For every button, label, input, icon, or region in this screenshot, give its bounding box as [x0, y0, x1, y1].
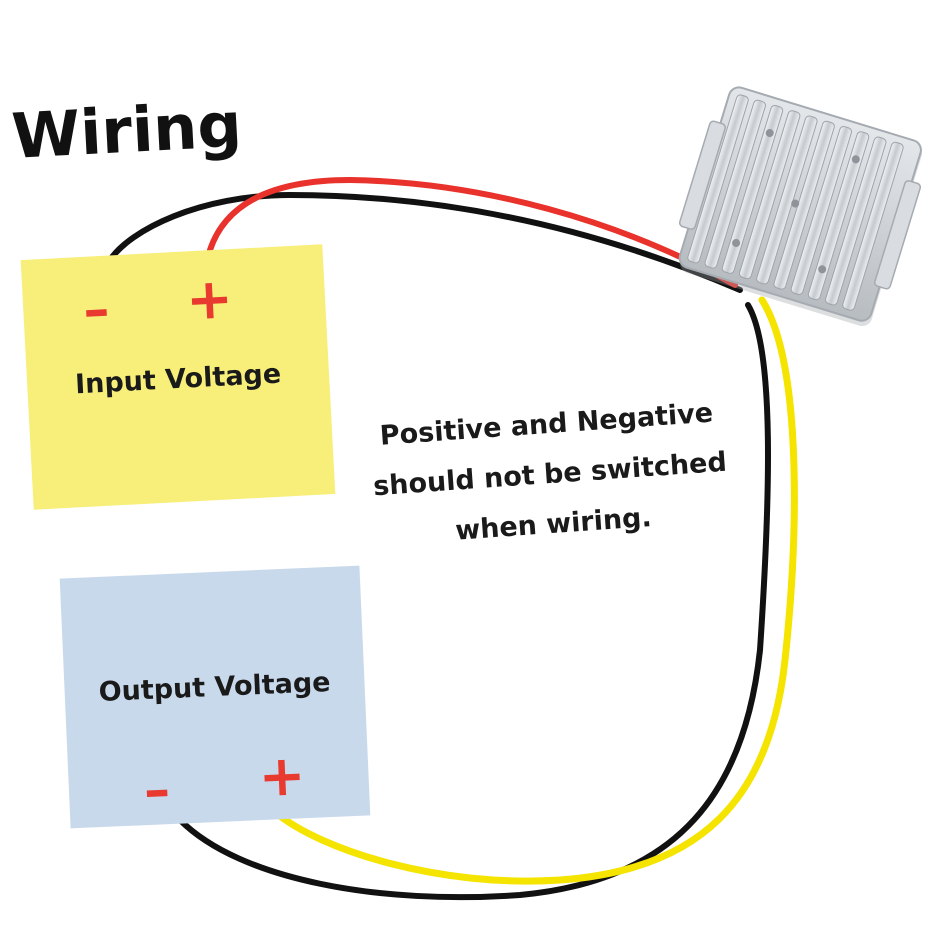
input-voltage-card: – + Input Voltage	[20, 244, 336, 510]
output-negative-sign: –	[142, 760, 172, 822]
wire-input-positive	[207, 176, 738, 288]
dc-converter-icon	[678, 86, 922, 327]
page-title: Wiring	[10, 87, 244, 173]
input-positive-sign: +	[184, 266, 235, 334]
wire-output-negative	[177, 302, 771, 901]
output-voltage-card: Output Voltage – +	[59, 565, 371, 829]
polarity-warning-note: Positive and Negative should not be swit…	[355, 387, 745, 563]
output-positive-sign: +	[257, 743, 307, 811]
output-voltage-label: Output Voltage	[98, 666, 332, 709]
input-voltage-label: Input Voltage	[74, 358, 282, 401]
wire-output-positive	[271, 296, 798, 885]
input-negative-sign: –	[81, 279, 111, 341]
wire-input-negative	[107, 191, 743, 293]
